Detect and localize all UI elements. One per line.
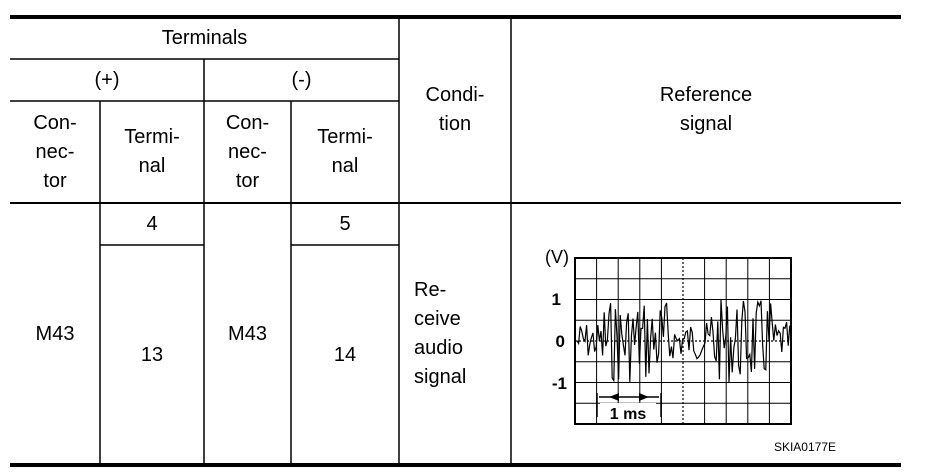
header-reference-signal: Reference signal	[659, 84, 753, 135]
unit-label: (V)	[545, 247, 569, 267]
header-condition: Condi- tion	[425, 84, 485, 135]
figure-code: SKIA0177E	[774, 440, 836, 454]
y-tick-minus-1: -1	[552, 374, 567, 393]
header-minus: (-)	[291, 68, 312, 91]
signal-trace	[576, 299, 791, 383]
plus-terminal-b: 13	[140, 343, 164, 366]
reference-signal-waveform: (V) 1 0 -1 1 ms SKIA0177E	[545, 247, 836, 454]
header-minus-connector: Con- nec- tor	[225, 111, 270, 192]
plus-terminal-a: 4	[146, 212, 158, 235]
y-tick-1: 1	[552, 290, 561, 309]
header-plus: (+)	[94, 68, 120, 91]
header-terminals: Terminals	[161, 26, 248, 49]
y-tick-0: 0	[556, 332, 565, 351]
minus-connector-value: M43	[228, 322, 267, 345]
header-plus-terminal: Termi- nal	[124, 126, 180, 177]
plus-connector-value: M43	[35, 322, 75, 345]
minus-terminal-b: 14	[333, 343, 357, 366]
time-scale-indicator: 1 ms	[596, 393, 662, 423]
condition-value: Re- ceive audio signal	[414, 279, 467, 388]
header-plus-connector: Con- nec- tor	[33, 111, 77, 192]
time-scale-label: 1 ms	[610, 406, 647, 423]
header-minus-terminal: Termi- nal	[317, 126, 373, 177]
minus-terminal-a: 5	[339, 212, 351, 235]
